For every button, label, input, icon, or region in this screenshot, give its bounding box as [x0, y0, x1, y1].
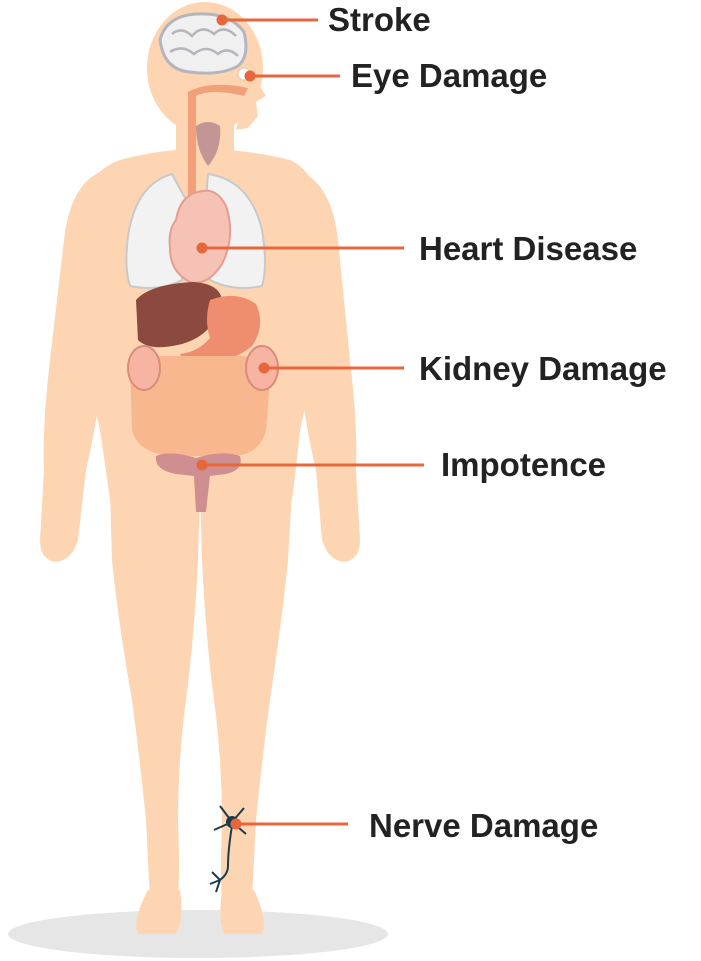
label-heart-disease: Heart Disease — [419, 229, 637, 269]
label-stroke: Stroke — [328, 0, 431, 40]
label-impotence: Impotence — [441, 445, 606, 485]
label-nerve-damage: Nerve Damage — [369, 806, 598, 846]
brain — [160, 14, 246, 73]
ground-shadow — [8, 910, 388, 958]
label-eye-damage: Eye Damage — [351, 56, 547, 96]
label-kidney-damage: Kidney Damage — [419, 349, 667, 389]
